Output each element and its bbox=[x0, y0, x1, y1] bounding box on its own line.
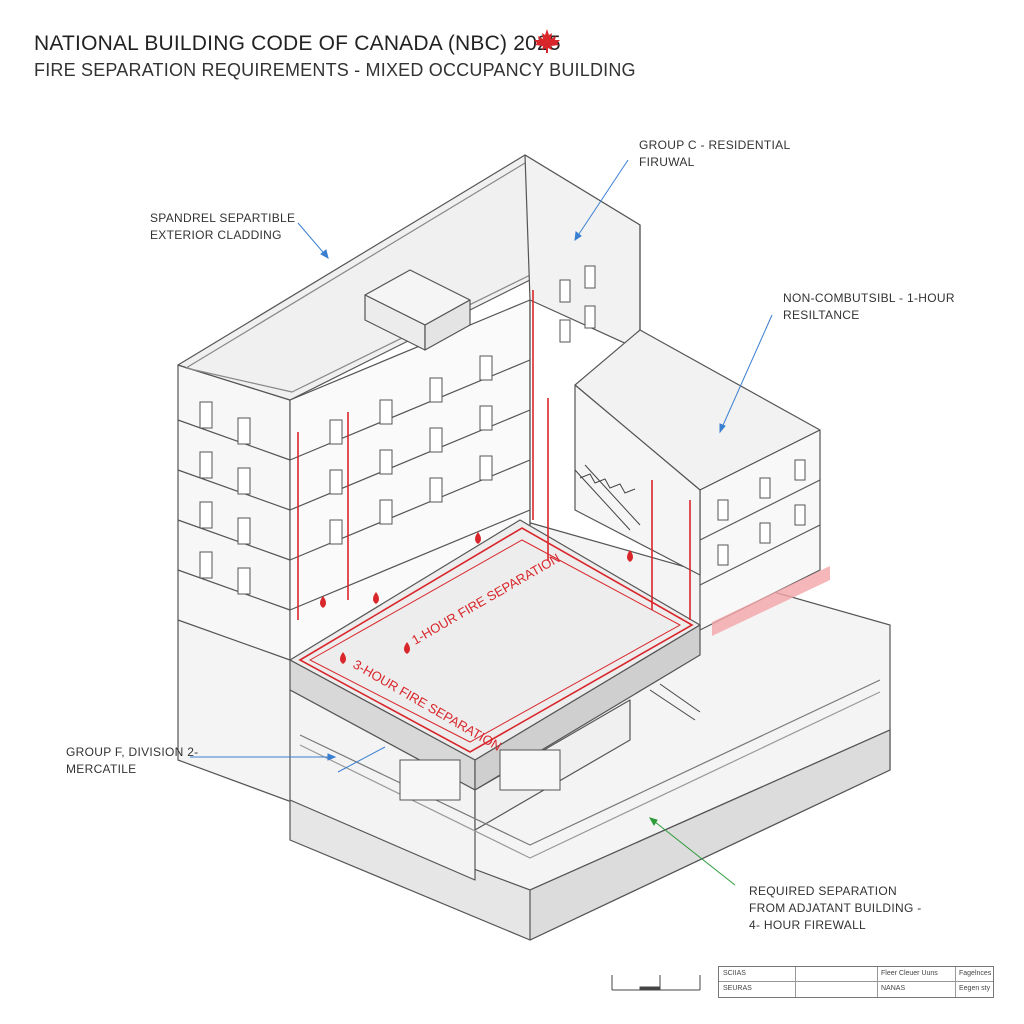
fire-separation-outline bbox=[298, 527, 694, 753]
title-block-cell: Eegen sty bbox=[959, 985, 991, 992]
fire-icon bbox=[627, 550, 633, 562]
title-block-cell: NANAS bbox=[881, 985, 906, 992]
fire-icon bbox=[320, 596, 326, 608]
fire-icon bbox=[475, 532, 481, 544]
title-block: SCIIAS Fleer Cleuer Uuns Fagelnces SEURA… bbox=[718, 966, 994, 998]
scale-bar bbox=[611, 975, 701, 991]
title-block-cell: SCIIAS bbox=[723, 970, 746, 977]
annotation-adjacent-building: REQUIRED SEPARATION FROM ADJATANT BUILDI… bbox=[749, 884, 922, 932]
maple-leaf-icon bbox=[534, 29, 560, 53]
fire-icon bbox=[404, 642, 410, 654]
title-block-cell: Fagelnces bbox=[959, 970, 992, 977]
page-subtitle: FIRE SEPARATION REQUIREMENTS - MIXED OCC… bbox=[34, 60, 636, 80]
annotation-mercantile: GROUP F, DIVISION 2- MERCATILE bbox=[66, 745, 199, 776]
fire-icon bbox=[340, 652, 346, 664]
annotation-residential: GROUP C - RESIDENTIAL FIRUWAL bbox=[639, 138, 791, 169]
page-title: NATIONAL BUILDING CODE OF CANADA (NBC) 2… bbox=[34, 32, 561, 55]
leader-residential bbox=[574, 159, 629, 241]
fire-icon bbox=[373, 592, 379, 604]
annotation-cladding: SPANDREL SEPARTIBLE EXTERIOR CLADDING bbox=[150, 211, 296, 242]
tower-left-face bbox=[177, 364, 291, 661]
title-block-cell: SEURAS bbox=[723, 985, 752, 992]
fire-icon-group bbox=[320, 532, 633, 664]
tower-right-face bbox=[524, 154, 641, 351]
leader-noncombustible bbox=[719, 314, 773, 433]
annotation-noncombustible: NON-COMBUTSIBL - 1-HOUR RESILTANCE bbox=[783, 291, 955, 322]
title-block-cell: Fleer Cleuer Uuns bbox=[881, 970, 938, 977]
leader-adjacent bbox=[649, 817, 736, 886]
